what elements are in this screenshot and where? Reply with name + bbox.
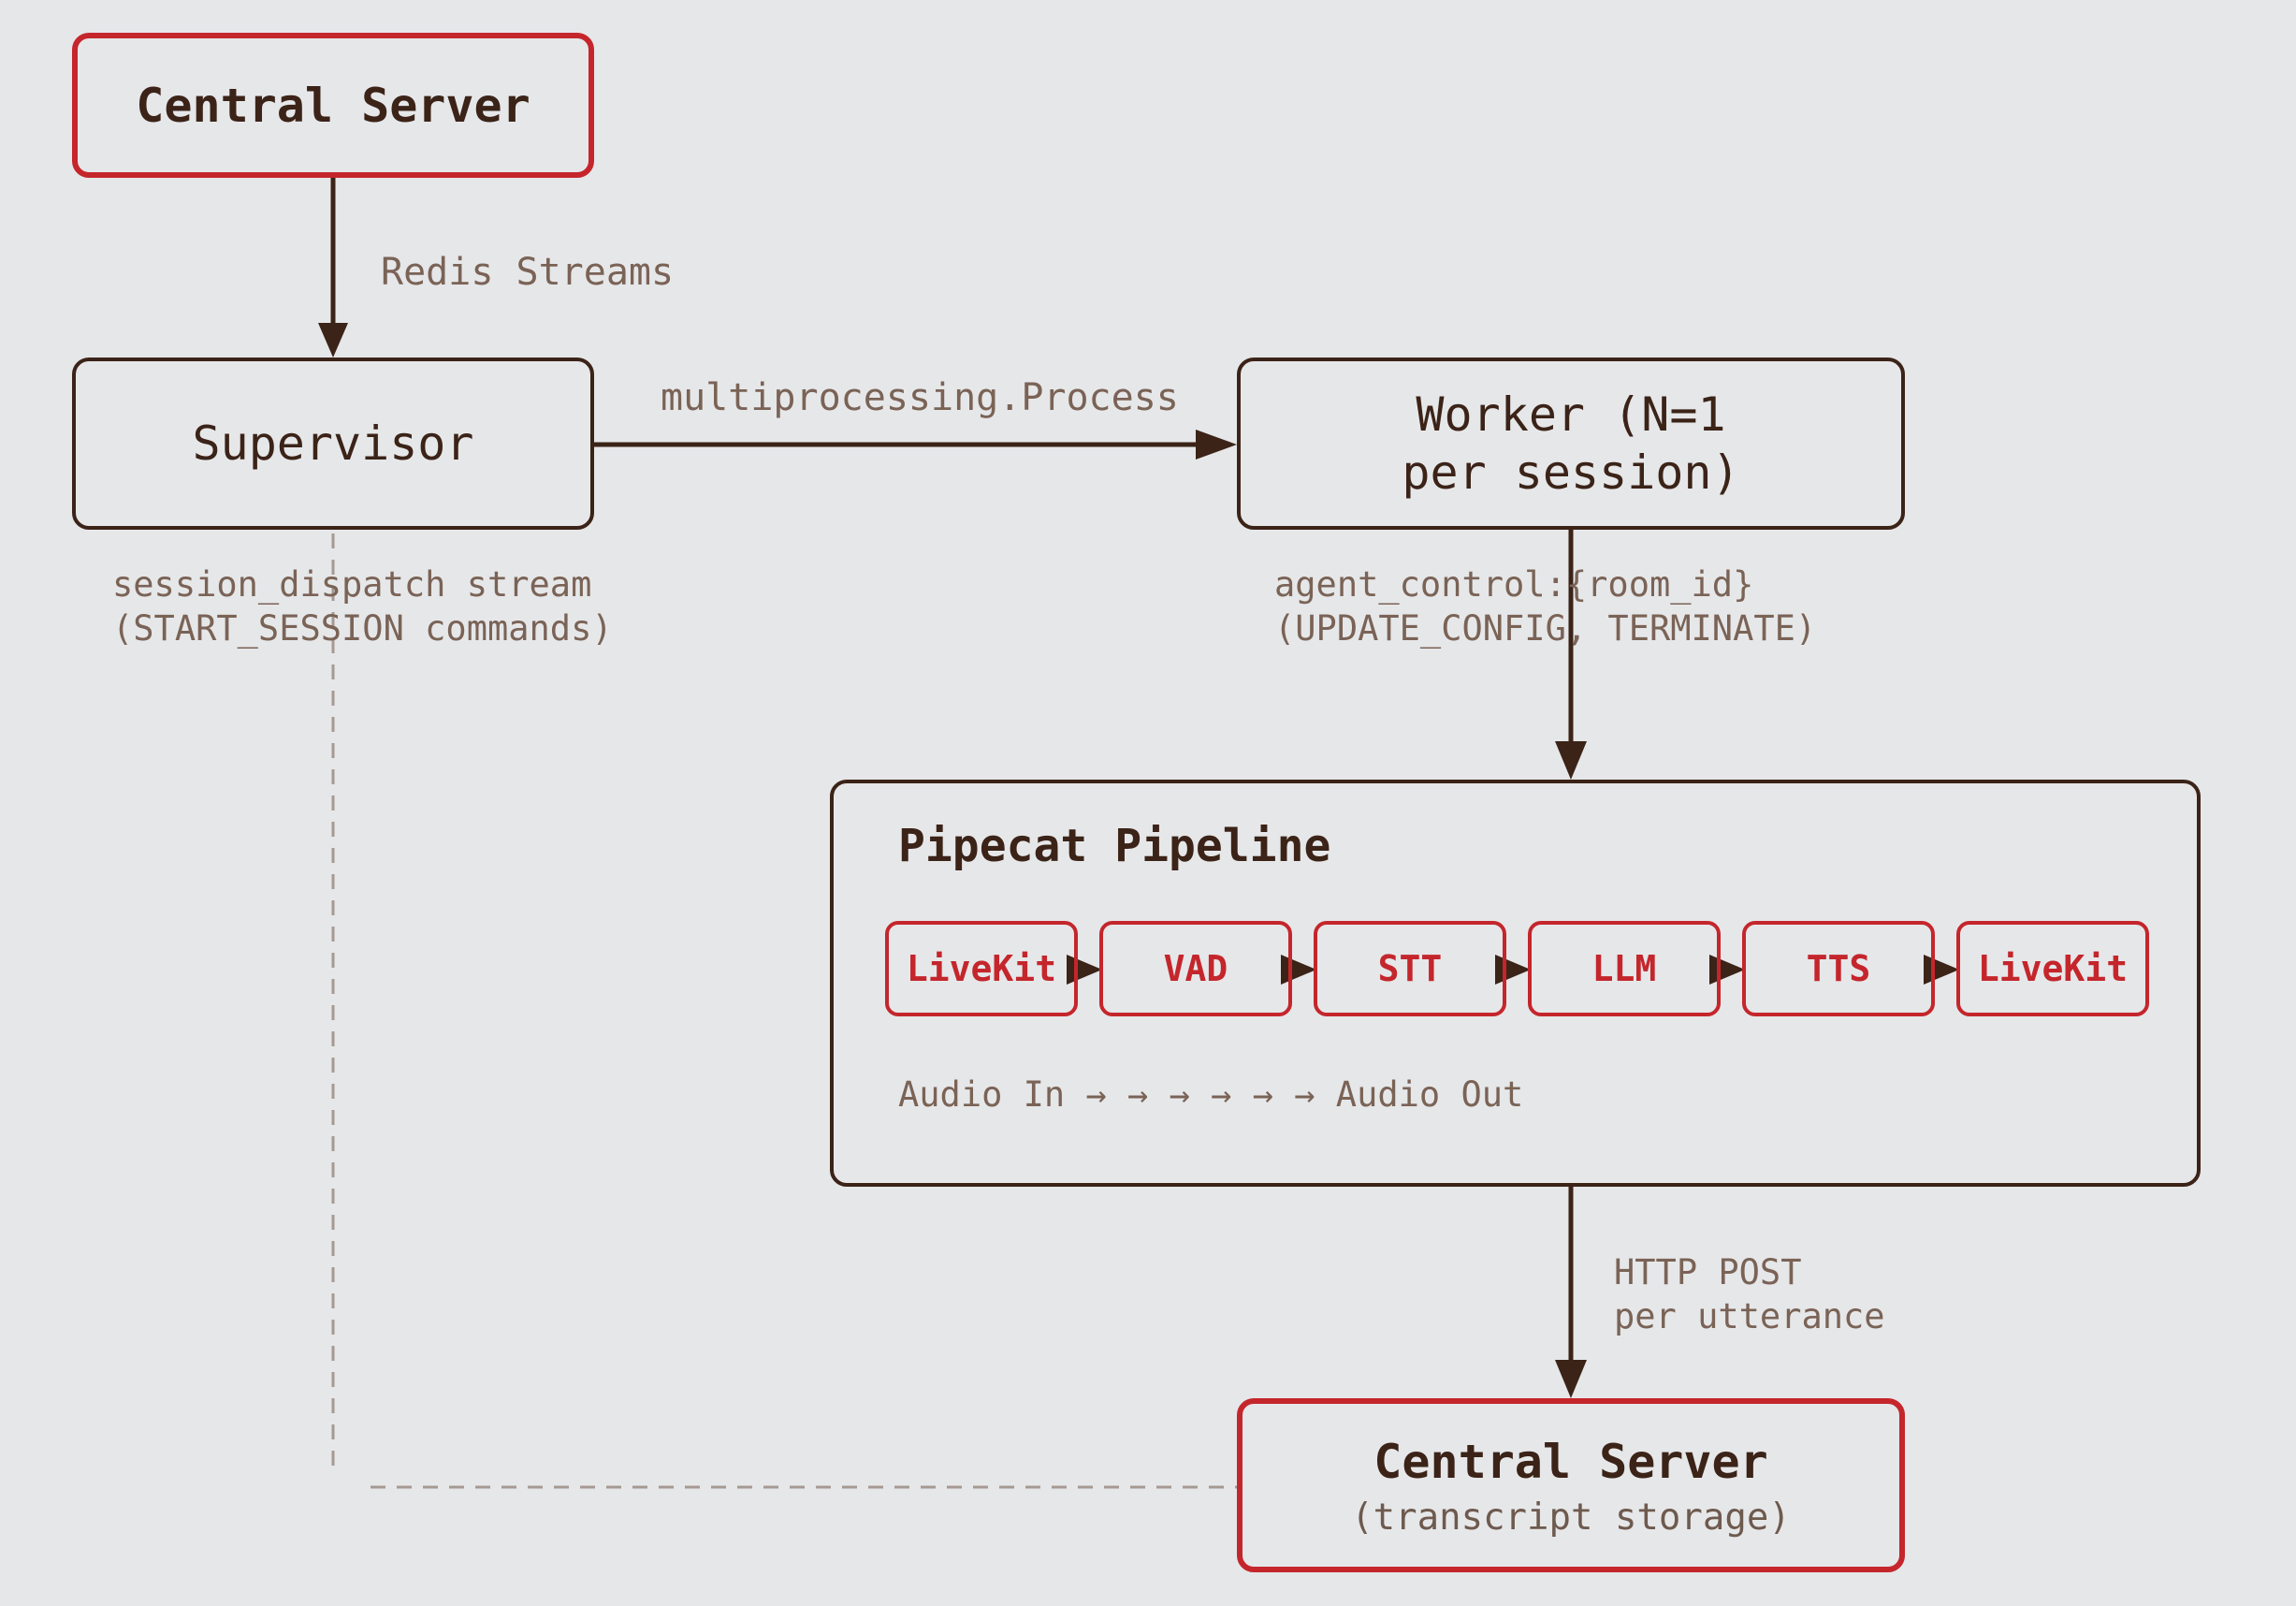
supervisor-title: Supervisor xyxy=(192,416,474,471)
arrowhead-supervisor xyxy=(318,323,348,358)
worker-node: Worker (N=1 per session) xyxy=(1237,358,1905,530)
edge-label-agent-control-1: agent_control:{room_id} xyxy=(1274,564,1754,605)
pipeline-container xyxy=(830,780,2201,1187)
arrowhead-worker xyxy=(1196,430,1237,460)
supervisor-node: Supervisor xyxy=(72,358,594,530)
stage-vad: VAD xyxy=(1099,921,1292,1016)
worker-title-line1: Worker (N=1 xyxy=(1416,387,1726,442)
stage-stt: STT xyxy=(1314,921,1506,1016)
edge-label-session-dispatch-2: (START_SESSION commands) xyxy=(112,608,613,649)
pipeline-title: Pipecat Pipeline xyxy=(898,820,1331,872)
central-server-bottom-title: Central Server xyxy=(1373,1434,1768,1489)
edge-label-http-1: HTTP POST xyxy=(1614,1252,1802,1292)
central-server-top-title: Central Server xyxy=(136,78,530,133)
central-server-bottom-subtitle: (transcript storage) xyxy=(1351,1496,1791,1539)
edge-label-session-dispatch-1: session_dispatch stream xyxy=(112,564,592,605)
arrowhead-pipeline xyxy=(1555,741,1587,780)
stage-livekit-out: LiveKit xyxy=(1956,921,2149,1016)
stage-llm: LLM xyxy=(1528,921,1721,1016)
dashed-link xyxy=(331,533,1237,1489)
stage-livekit-in: LiveKit xyxy=(885,921,1078,1016)
edge-label-agent-control-2: (UPDATE_CONFIG, TERMINATE) xyxy=(1274,608,1817,649)
edge-label-http-2: per utterance xyxy=(1614,1296,1885,1336)
arrowhead-central-bottom xyxy=(1555,1360,1587,1398)
worker-title-line2: per session) xyxy=(1402,445,1740,500)
central-server-top-node: Central Server xyxy=(72,33,594,178)
edge-label-process: multiprocessing.Process xyxy=(661,376,1179,419)
pipeline-caption: Audio In → → → → → → Audio Out xyxy=(898,1074,1524,1115)
edge-label-redis: Redis Streams xyxy=(381,251,675,294)
central-server-bottom-node: Central Server (transcript storage) xyxy=(1237,1398,1905,1572)
stage-tts: TTS xyxy=(1742,921,1935,1016)
